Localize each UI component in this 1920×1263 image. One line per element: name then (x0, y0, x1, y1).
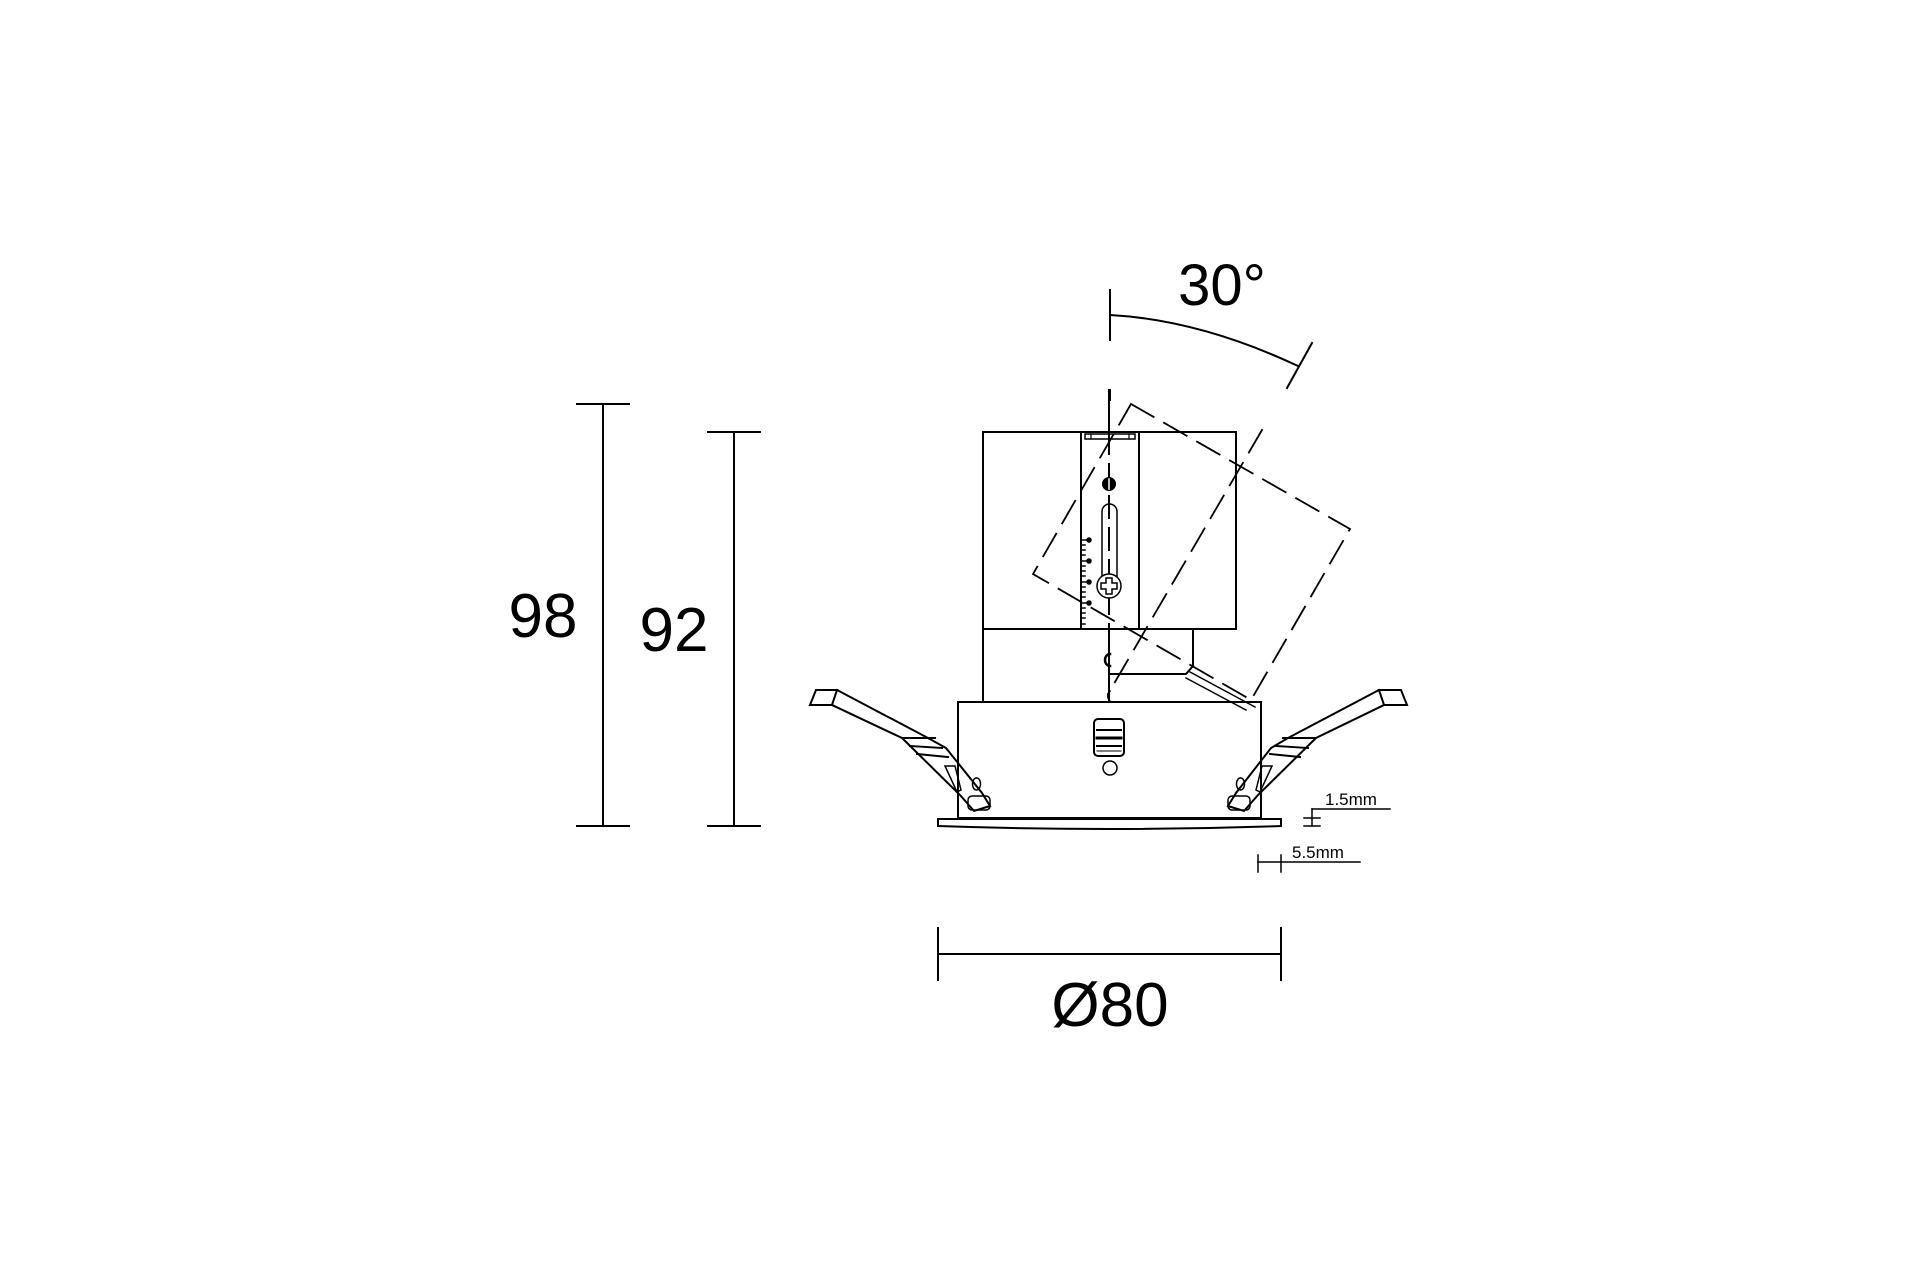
dimension-tilt-angle: 30° (1108, 253, 1314, 401)
flange-thickness-label: 1.5mm (1325, 790, 1377, 809)
tilted-head-outline (1031, 402, 1352, 702)
phillips-screw-icon (1096, 573, 1122, 599)
flange-overhang-label: 5.5mm (1292, 843, 1344, 862)
angle-scale (1080, 537, 1092, 625)
switch-icon (1093, 718, 1125, 757)
dimension-overall-height: 98 (509, 403, 630, 827)
body-height-label: 92 (640, 596, 709, 665)
diameter-label: Ø80 (1051, 971, 1168, 1040)
housing (957, 701, 1262, 819)
overall-height-label: 98 (509, 582, 578, 651)
lamp-neck (982, 628, 1257, 712)
tilt-angle-label: 30° (1178, 253, 1266, 318)
flange (937, 818, 1282, 830)
spring-clip-left (808, 688, 992, 813)
dimension-body-height: 92 (640, 431, 761, 827)
spring-clip-right (1226, 688, 1409, 813)
dimension-flange-overhang: 5.5mm (1257, 843, 1361, 873)
dimension-diameter: Ø80 (937, 927, 1282, 1040)
dimension-flange-thickness: 1.5mm (1303, 790, 1391, 827)
